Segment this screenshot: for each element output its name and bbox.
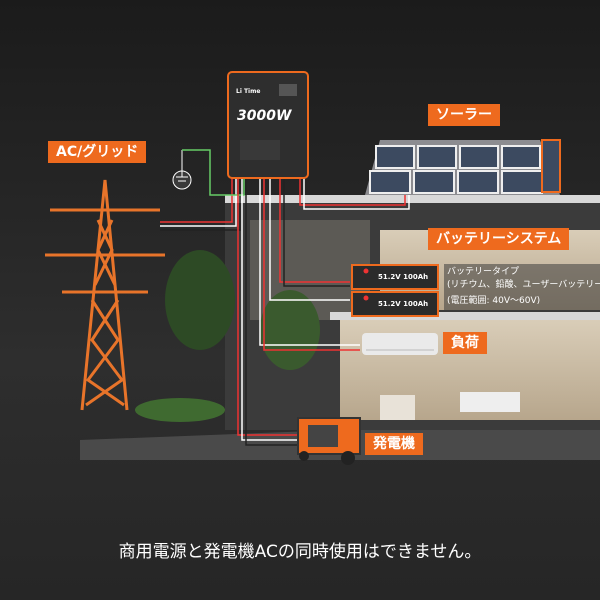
label-grid: AC/グリッド: [48, 141, 147, 163]
battery-spec-text: バッテリータイプ (リチウム、鉛酸、ユーザーバッテリー) (電圧範囲: 40V～…: [444, 264, 600, 310]
air-conditioner: [362, 333, 438, 355]
inverter-brand: Li Time: [236, 88, 261, 95]
battery-type-options: (リチウム、鉛酸、ユーザーバッテリー): [447, 280, 600, 290]
caption: 商用電源と発電機ACの同時使用はできません。: [118, 542, 482, 562]
label-solar: ソーラー: [428, 104, 500, 126]
inverter: [227, 71, 309, 179]
wires: [160, 149, 410, 446]
inverter-power: 3000W: [237, 108, 292, 124]
label-battery-system: バッテリーシステム: [428, 228, 570, 250]
label-load: 負荷: [443, 332, 487, 354]
transmission-tower: [45, 179, 165, 411]
battery-voltage-range: (電圧範囲: 40V～60V): [447, 296, 541, 306]
battery-label: 51.2V 100Ah: [378, 300, 429, 308]
battery-type: バッテリータイプ: [447, 267, 520, 277]
generator: [297, 417, 361, 465]
label-generator: 発電機: [365, 433, 423, 455]
ground-icon: [172, 150, 192, 190]
solar-panels: [365, 139, 561, 195]
battery-modules: [351, 264, 439, 317]
battery-label: 51.2V 100Ah: [378, 273, 429, 281]
